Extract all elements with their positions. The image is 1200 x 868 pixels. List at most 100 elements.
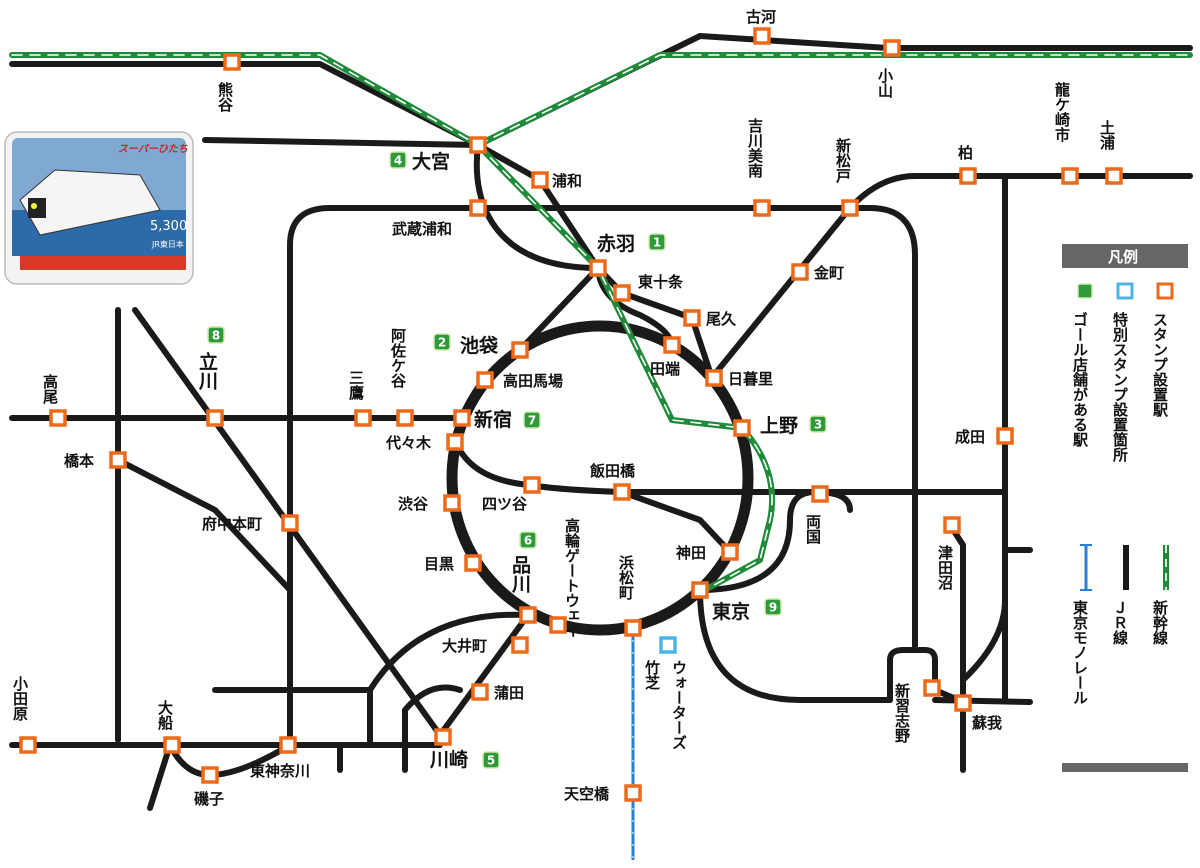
- legend-stamp-station: スタンプ設置駅: [1151, 312, 1169, 418]
- station-marker-asagaya: [396, 409, 414, 427]
- station-label-waters: ウォーターズ: [670, 660, 688, 750]
- station-marker-isogo: [201, 766, 219, 784]
- legend-monorail: 東京モノレール: [1071, 599, 1089, 705]
- goal-badge-omiya: 4: [389, 151, 407, 169]
- station-label-takanawa: 高輪ゲートウェイ: [563, 517, 581, 638]
- line-ryogoku-loop: [697, 489, 1008, 593]
- station-marker-ryogoku: [811, 485, 829, 503]
- station-label-shinagawa: 品川: [509, 555, 532, 594]
- station-label-ueno: 上野: [760, 415, 798, 437]
- jr-lines: [9, 33, 1193, 811]
- station-marker-hashimoto: [109, 451, 127, 469]
- station-marker-omiya: [469, 136, 487, 154]
- station-marker-yotsuya: [523, 476, 541, 494]
- station-marker-ueno: [733, 419, 751, 437]
- station-label-yoshikawaminami: 吉川美南: [746, 117, 764, 179]
- station-label-ryogoku: 両国: [804, 514, 822, 545]
- station-label-kawasaki: 川崎: [429, 748, 468, 771]
- station-labels: 古河熊谷小山大宮浦和吉川美南新松戸柏龍ケ崎市土浦武蔵浦和赤羽東十条金町尾久池袋田…: [11, 8, 1116, 808]
- station-marker-ofuna: [163, 736, 181, 754]
- station-label-oimachi: 大井町: [442, 637, 487, 655]
- svg-text:3: 3: [814, 418, 822, 432]
- station-marker-tsudanuma: [943, 516, 961, 534]
- station-label-tenkubashi: 天空橋: [564, 785, 610, 803]
- station-label-higashikanagawa: 東神奈川: [250, 762, 310, 780]
- station-marker-ikebukuro: [511, 341, 529, 359]
- station-marker-takeshiba: [659, 636, 677, 654]
- station-marker-ryugasaki: [1061, 167, 1079, 185]
- station-marker-kashiwa: [959, 167, 977, 185]
- goal-badge-kawasaki: 5: [482, 751, 500, 769]
- legend-special-stamp: 特別スタンプ設置箇所: [1111, 311, 1129, 463]
- card-brand: JR東日本: [151, 239, 184, 249]
- station-label-fuchuhonmachi: 府中本町: [202, 515, 262, 533]
- goal-badge-tachikawa: 8: [207, 326, 225, 344]
- station-marker-kamata: [471, 683, 489, 701]
- station-marker-oimachi: [511, 636, 529, 654]
- station-label-kumagaya: 熊谷: [216, 81, 234, 113]
- line-tabata: [595, 265, 675, 348]
- station-marker-tabata: [663, 336, 681, 354]
- station-label-hamamatsucho: 浜松町: [617, 554, 635, 601]
- station-label-isogo: 磯子: [194, 790, 224, 808]
- station-label-oku: 尾久: [706, 310, 737, 328]
- line-negishi: [147, 742, 173, 811]
- station-label-shinmatsudo: 新松戸: [834, 137, 852, 184]
- station-marker-tenkubashi: [624, 784, 642, 802]
- station-label-urawa: 浦和: [552, 172, 582, 190]
- svg-text:4: 4: [394, 154, 402, 168]
- station-label-ofuna: 大船: [156, 699, 174, 731]
- station-label-ikebukuro: 池袋: [460, 334, 499, 357]
- station-label-odawara: 小田原: [11, 676, 29, 722]
- goal-badge-tokyo: 9: [764, 598, 782, 616]
- station-marker-akabane: [589, 259, 607, 277]
- station-label-higashijujo: 東十条: [638, 273, 684, 291]
- legend-stamp-marker: [1156, 282, 1174, 300]
- yamanote-loop: [446, 320, 754, 636]
- legend-goal-store: ゴール店舗がある駅: [1071, 311, 1089, 448]
- station-label-narita: 成田: [955, 428, 985, 446]
- svg-text:9: 9: [769, 601, 777, 615]
- station-label-ryugasaki: 龍ケ崎市: [1053, 81, 1071, 143]
- station-label-omiya: 大宮: [412, 150, 450, 173]
- line-joban: [847, 173, 1193, 211]
- station-label-koga: 古河: [746, 8, 776, 26]
- station-label-tsudanuma: 津田沼: [936, 544, 954, 591]
- station-label-asagaya: 阿佐ケ谷: [389, 328, 407, 389]
- station-marker-shinnarashino: [923, 679, 941, 697]
- station-label-kanamachi: 金町: [813, 264, 844, 282]
- station-label-shinjuku: 新宿: [474, 408, 512, 431]
- station-label-yoyogi: 代々木: [385, 434, 432, 452]
- station-marker-tachikawa: [206, 409, 224, 427]
- station-label-soga: 蘇我: [971, 714, 1002, 732]
- goal-badge-akabane: 1: [648, 233, 666, 251]
- station-label-akabane: 赤羽: [597, 233, 635, 255]
- station-marker-higashikanagawa: [279, 736, 297, 754]
- station-label-tachikawa: 立川: [196, 351, 219, 391]
- station-label-meguro: 目黒: [424, 555, 454, 573]
- legend-special-marker: [1116, 282, 1134, 300]
- station-marker-nippori: [705, 369, 723, 387]
- station-label-nippori: 日暮里: [728, 370, 773, 388]
- line-omiya-west: [202, 137, 481, 148]
- station-marker-shinjuku: [453, 409, 471, 427]
- line-keihin-south: [367, 611, 531, 748]
- line-soga-narita: [960, 597, 1008, 683]
- station-marker-higashijujo: [613, 284, 631, 302]
- station-label-mitaka: 三鷹: [347, 370, 365, 401]
- station-marker-yoyogi: [446, 433, 464, 451]
- station-label-hashimoto: 橋本: [64, 452, 94, 470]
- station-marker-kawasaki: [434, 728, 452, 746]
- station-marker-tsuchiura: [1105, 167, 1123, 185]
- goal-badge-ueno: 3: [809, 415, 827, 433]
- station-marker-shinmatsudo: [841, 199, 859, 217]
- station-marker-urawa: [531, 171, 549, 189]
- card-logo: スーパーひたち: [118, 143, 188, 155]
- station-markers: [19, 27, 1123, 802]
- station-marker-musashiurawa: [469, 199, 487, 217]
- station-marker-mitaka: [354, 409, 372, 427]
- station-label-tsuchiura: 土浦: [1098, 119, 1116, 151]
- goal-badge-shinagawa: 6: [519, 531, 537, 549]
